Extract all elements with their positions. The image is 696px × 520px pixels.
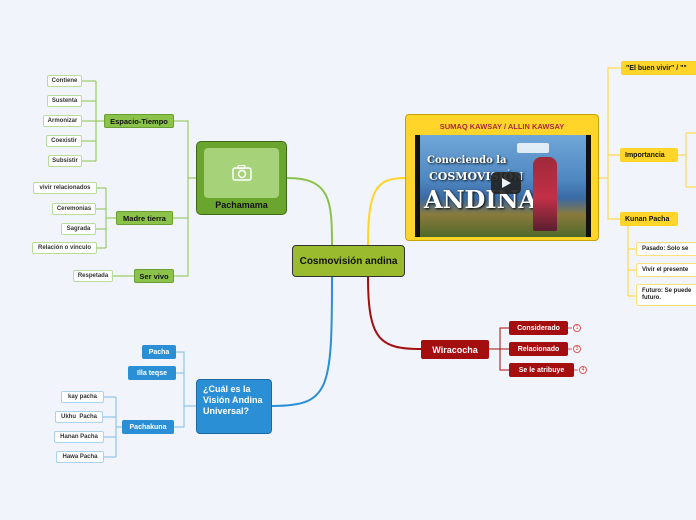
connector-vision: [271, 276, 333, 407]
illa-teqse-label: Illa teqse: [137, 369, 167, 377]
buen-vivir-node[interactable]: "El buen vivir" / "": [621, 61, 696, 75]
connector-pachamama: [286, 177, 333, 246]
espacio-tiempo-node[interactable]: Espacio-Tiempo: [104, 114, 174, 128]
leaf-ceremonias[interactable]: Ceremonias: [52, 203, 96, 215]
pacha-label: Pacha: [148, 348, 170, 356]
leaf-sagrada[interactable]: Sagrada: [61, 223, 96, 235]
leaf-hawa-pacha[interactable]: Hawa Pacha: [56, 451, 104, 463]
wiracocha-label: Wiracocha: [432, 344, 478, 355]
madre-tierra-node[interactable]: Madre tierra: [116, 211, 173, 225]
leaf-vivir-presente[interactable]: Vivir el presente: [636, 263, 696, 277]
pachakuna-label: Pachakuna: [129, 423, 167, 431]
connector-video: [367, 177, 406, 246]
video-person: [533, 157, 557, 231]
espacio-tiempo-label: Espacio-Tiempo: [110, 116, 168, 126]
central-topic-label: Cosmovisión andina: [299, 255, 398, 267]
se-le-atribuye-node[interactable]: Se le atribuye: [509, 363, 574, 377]
connector-wiracocha: [367, 276, 422, 350]
leaf-coexistir[interactable]: Coexistir: [46, 135, 82, 147]
buen-vivir-label: "El buen vivir" / "": [626, 64, 687, 72]
pachamama-label: Pachamama: [215, 200, 268, 210]
leaf-kay-pacha[interactable]: kay pacha: [61, 391, 104, 403]
se-le-atribuye-count-badge[interactable]: 4: [579, 366, 587, 374]
wiracocha-node[interactable]: Wiracocha: [421, 340, 489, 359]
leaf-pasado[interactable]: Pasado: Solo se: [636, 242, 696, 256]
leaf-ukhu-pacha[interactable]: Ukhu Pacha: [55, 411, 103, 423]
pacha-node[interactable]: Pacha: [142, 345, 176, 359]
play-button[interactable]: [491, 172, 521, 194]
ser-vivo-label: Ser vivo: [139, 271, 169, 281]
leaf-armonizar[interactable]: Armonizar: [43, 115, 82, 127]
video-header: SUMAQ KAWSAY / ALLIN KAWSAY: [439, 122, 565, 131]
leaf-contiene[interactable]: Contiene: [47, 75, 82, 87]
camera-icon: [231, 165, 252, 181]
pachamama-image-placeholder: [204, 148, 279, 198]
relacionado-count-badge[interactable]: 3: [573, 345, 581, 353]
leaf-relacion-vinculo[interactable]: Relación o vínculo: [32, 242, 97, 254]
leaf-vivir-relacionados[interactable]: vivir relacionados: [33, 182, 97, 194]
relacionado-node[interactable]: Relacionado: [509, 342, 568, 356]
video-frame-left-bar: [415, 135, 420, 237]
video-node[interactable]: SUMAQ KAWSAY / ALLIN KAWSAY Conociendo l…: [405, 114, 599, 241]
importancia-node[interactable]: Importancia: [620, 148, 678, 162]
kunan-pacha-node[interactable]: Kunan Pacha: [620, 212, 678, 226]
considerado-count-badge[interactable]: 1: [573, 324, 581, 332]
video-thumbnail[interactable]: Conociendo la COSMOVISIÓN ANDINA: [415, 135, 591, 237]
leaf-futuro[interactable]: Futuro: Se puede futuro.: [636, 284, 696, 306]
play-icon: [502, 178, 511, 188]
kunan-pacha-label: Kunan Pacha: [625, 215, 670, 223]
considerado-label: Considerado: [517, 324, 560, 332]
leaf-subsistir[interactable]: Subsistir: [48, 155, 82, 167]
video-title-line1: Conociendo la: [427, 155, 507, 166]
video-frame-right-bar: [586, 135, 591, 237]
video-logo: [517, 143, 549, 153]
ser-vivo-node[interactable]: Ser vivo: [134, 269, 174, 283]
central-topic[interactable]: Cosmovisión andina: [292, 245, 405, 277]
illa-teqse-node[interactable]: Illa teqse: [128, 366, 176, 380]
madre-tierra-label: Madre tierra: [123, 213, 166, 223]
leaf-sustenta[interactable]: Sustenta: [47, 95, 82, 107]
considerado-node[interactable]: Considerado: [509, 321, 568, 335]
leaf-respetada[interactable]: Respetada: [73, 270, 113, 282]
relacionado-label: Relacionado: [517, 345, 560, 353]
pachamama-node[interactable]: Pachamama: [196, 141, 287, 215]
leaf-hanan-pacha[interactable]: Hanan Pacha: [54, 431, 104, 443]
vision-node[interactable]: ¿Cuál es la Visión Andina Universal?: [196, 379, 272, 434]
se-le-atribuye-label: Se le atribuye: [518, 366, 565, 374]
pachakuna-node[interactable]: Pachakuna: [122, 420, 174, 434]
importancia-label: Importancia: [625, 151, 665, 159]
